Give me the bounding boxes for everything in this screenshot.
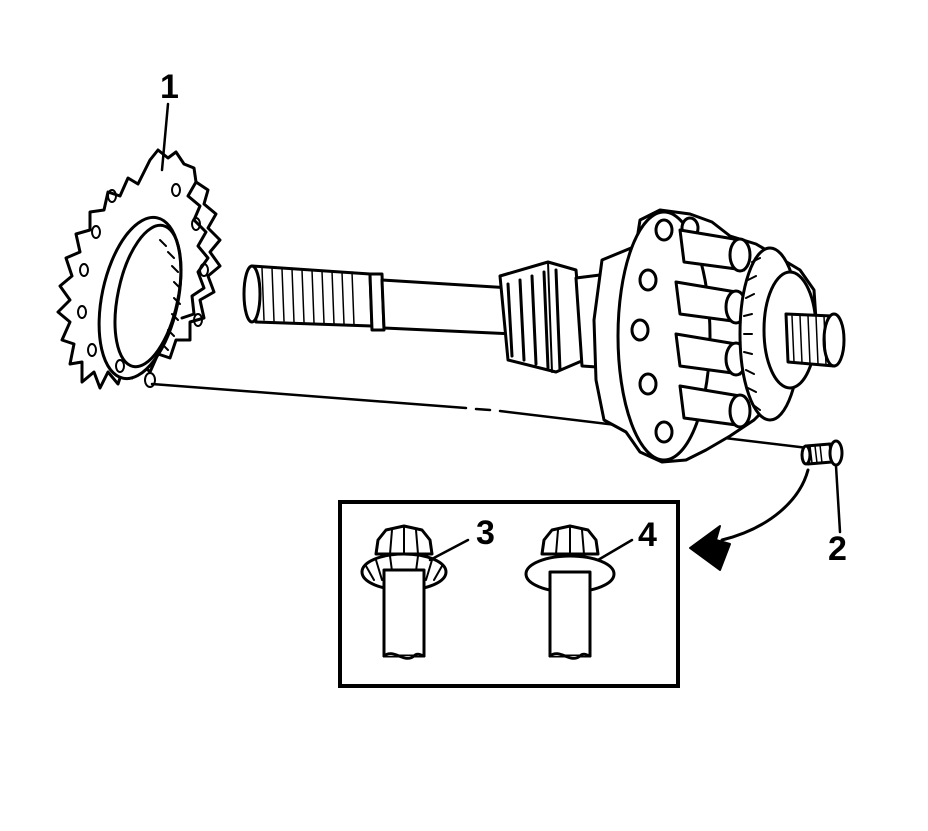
bolt-detail-box: [338, 500, 680, 688]
bolt-part-2: [800, 439, 844, 467]
detail-arrow-curve: [720, 468, 810, 542]
callout-label-1: 1: [160, 68, 179, 106]
sprocket-ring-gear: [56, 148, 222, 390]
callout-4-leader: [596, 538, 634, 562]
output-shaft: [242, 264, 516, 336]
callout-2-leader: [834, 464, 842, 534]
callout-label-4: 4: [638, 516, 657, 554]
callout-3-leader: [428, 538, 470, 562]
callout-label-2: 2: [828, 530, 847, 568]
bolt-detail-3: [360, 524, 448, 660]
callout-1-leader: [160, 102, 170, 172]
callout-label-3: 3: [476, 514, 495, 552]
carrier-assembly: [498, 208, 846, 464]
detail-arrow-head: [689, 525, 731, 571]
bolt-detail-4: [524, 524, 616, 660]
